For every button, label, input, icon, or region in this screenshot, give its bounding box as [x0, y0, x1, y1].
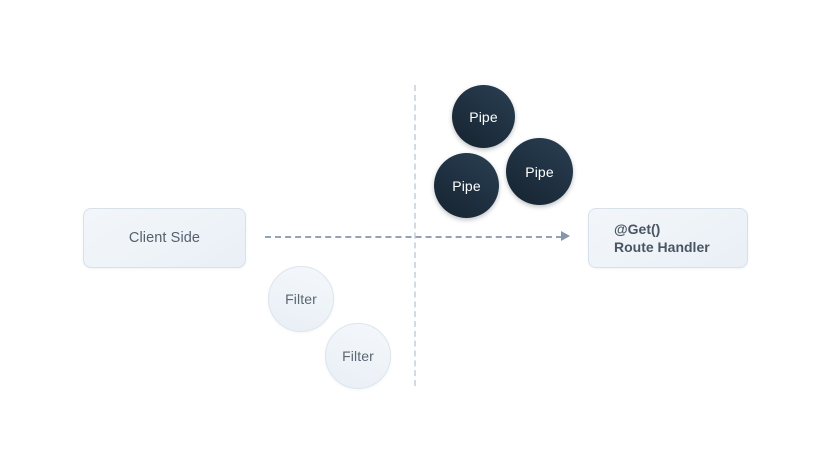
filter-label: Filter — [285, 291, 317, 307]
pipe-label: Pipe — [469, 108, 498, 125]
pipe-node[interactable]: Pipe — [434, 153, 499, 218]
request-flow-arrow-head-icon — [561, 231, 570, 241]
client-side-node[interactable]: Client Side — [83, 208, 246, 268]
route-handler-name: Route Handler — [614, 239, 710, 255]
pipe-node[interactable]: Pipe — [506, 138, 573, 205]
route-handler-node[interactable]: @Get() Route Handler — [588, 208, 748, 268]
pipe-node[interactable]: Pipe — [452, 85, 515, 148]
filter-node[interactable]: Filter — [268, 266, 334, 332]
filter-node[interactable]: Filter — [325, 323, 391, 389]
request-flow-arrow-line — [265, 236, 562, 238]
pipe-label: Pipe — [452, 177, 481, 194]
route-handler-decorator: @Get() — [614, 221, 661, 237]
pipe-label: Pipe — [525, 163, 554, 180]
vertical-dashed-divider — [414, 85, 416, 386]
filter-label: Filter — [342, 348, 374, 364]
route-handler-label: @Get() Route Handler — [614, 220, 710, 256]
client-side-label: Client Side — [128, 230, 201, 246]
